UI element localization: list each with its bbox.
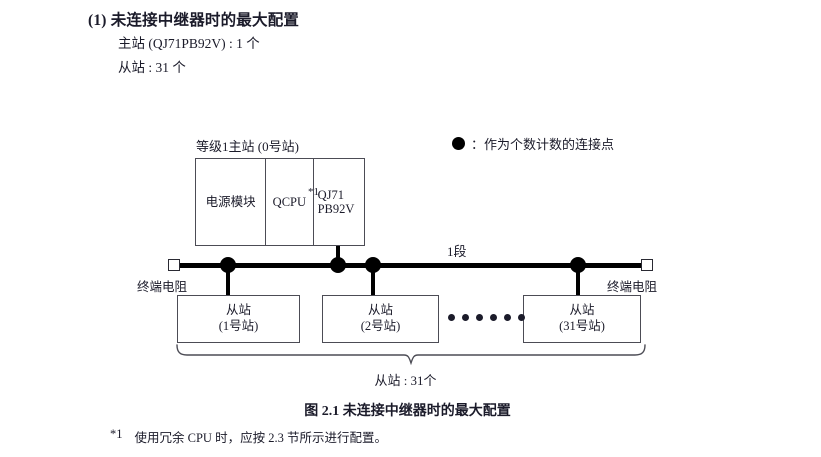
slave-station-number: (2号站): [360, 319, 401, 333]
segment-label: 1段: [447, 244, 467, 259]
slave-station-number: (31号站): [559, 319, 605, 333]
legend-text: ：作为个数计数的连接点: [471, 137, 615, 152]
ellipsis-dot: [462, 314, 469, 321]
ellipsis-dot: [448, 314, 455, 321]
cpu-cell: QCPU *1: [265, 159, 319, 245]
ellipsis-dot: [490, 314, 497, 321]
ellipsis-dot: [504, 314, 511, 321]
heading-number: (1): [88, 12, 107, 29]
bus-trunk-line: [177, 263, 641, 268]
slave-drop-line: [576, 266, 580, 296]
slave-station-box: 从站 (2号站): [322, 295, 439, 343]
footnote-text: 使用冗余 CPU 时，应按 2.3 节所示进行配置。: [134, 431, 387, 445]
master-station-label: 等级1主站 (0号站): [196, 139, 299, 154]
terminator-right-icon: [641, 259, 653, 271]
terminator-right-label: 终端电阻: [607, 280, 658, 294]
heading-slave-count: 从站 : 31 个: [118, 60, 186, 75]
figure-footnote: *1 使用冗余 CPU 时，应按 2.3 节所示进行配置。: [110, 427, 387, 446]
network-module-label-line1: QJ71: [317, 187, 344, 202]
footnote-mark: *1: [110, 427, 123, 441]
slave-total-label: 从站 : 31个: [374, 373, 437, 388]
slave-station-name: 从站: [225, 303, 251, 318]
slave-drop-line: [226, 266, 230, 296]
power-supply-label: 电源模块: [205, 194, 256, 209]
ellipsis-dot: [476, 314, 483, 321]
connection-point-dot: [365, 257, 381, 273]
terminator-left-icon: [168, 259, 180, 271]
figure-caption: 图 2.1 未连接中继器时的最大配置: [304, 404, 511, 419]
connection-point-dot: [570, 257, 586, 273]
master-module-box: 电源模块 QCPU *1 QJ71 PB92V: [195, 158, 365, 246]
slave-station-number: (1号站): [218, 319, 259, 333]
slave-station-box: 从站 (31号站): [523, 295, 641, 343]
slave-drop-line: [371, 266, 375, 296]
slave-group-brace: [176, 344, 646, 366]
connection-point-dot: [330, 257, 346, 273]
heading-master-count: 主站 (QJ71PB92V) : 1 个: [118, 36, 260, 51]
slave-station-name: 从站: [367, 303, 393, 318]
network-module-cell: QJ71 PB92V: [312, 159, 364, 245]
connection-point-dot: [220, 257, 236, 273]
ellipsis-dot: [518, 314, 525, 321]
network-module-label-line2: PB92V: [317, 202, 355, 216]
filled-circle-icon: [452, 137, 465, 150]
slave-station-name: 从站: [569, 303, 595, 318]
slave-station-box: 从站 (1号站): [177, 295, 300, 343]
cpu-label: QCPU: [272, 194, 307, 209]
ellipsis-dots: [448, 314, 525, 321]
power-supply-cell: 电源模块: [196, 159, 265, 245]
terminator-left-label: 终端电阻: [137, 280, 188, 294]
page-title: (1)未连接中继器时的最大配置: [88, 8, 299, 30]
heading-title-text: 未连接中继器时的最大配置: [110, 12, 300, 29]
legend: ：作为个数计数的连接点: [452, 134, 614, 153]
